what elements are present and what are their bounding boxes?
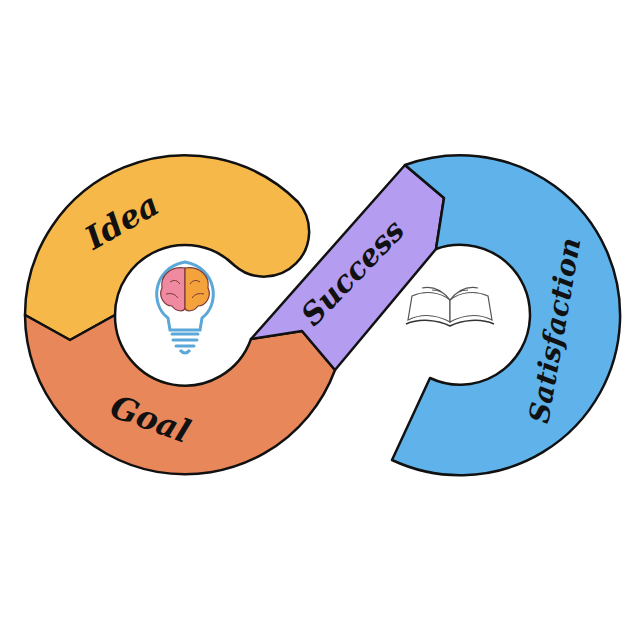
success-band xyxy=(251,165,444,370)
lightbulb-icon xyxy=(157,262,214,353)
idea-band xyxy=(25,155,309,340)
goal-band xyxy=(25,315,335,474)
satisfaction-band xyxy=(392,155,620,475)
open-book-icon xyxy=(406,288,494,327)
